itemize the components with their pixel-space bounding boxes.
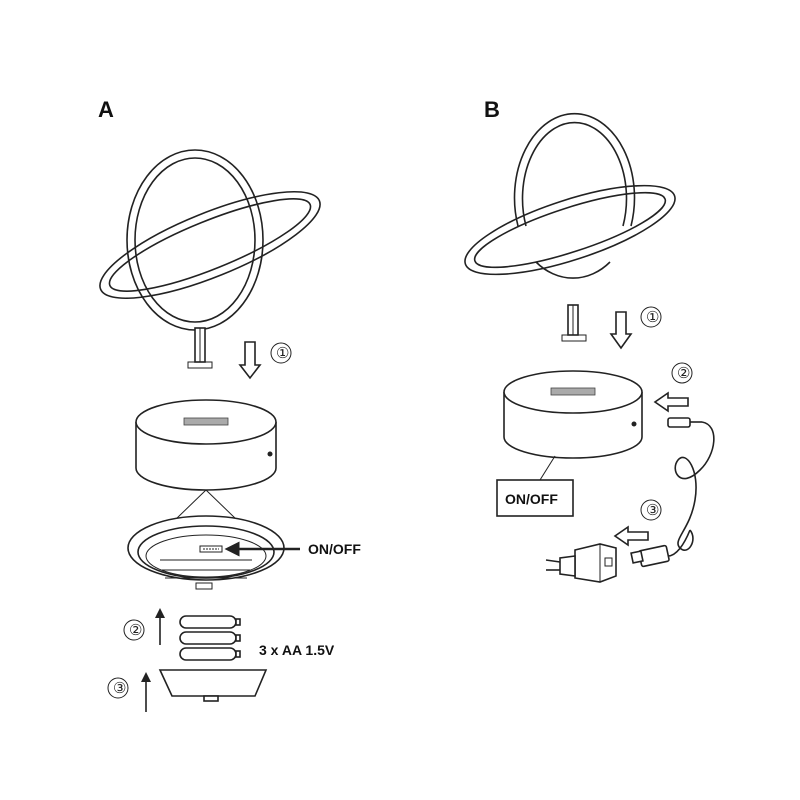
dc-plug — [667, 417, 691, 428]
step-1-label-a: ① — [276, 346, 289, 362]
battery-spec-label: 3 x AA 1.5V — [259, 642, 335, 658]
planet-lamp-a — [99, 149, 321, 369]
panel-a: A ① — [98, 97, 361, 712]
switch-callout-b — [496, 479, 574, 517]
step-2-label-a: ② — [129, 623, 142, 639]
switch-label-a: ON/OFF — [308, 541, 361, 557]
base-cylinder-b — [503, 370, 643, 459]
power-adapter — [545, 543, 617, 583]
step-2-batteries-a: ② 3 x AA 1.5V — [123, 608, 335, 661]
step-1-arrow-b: ① — [609, 306, 662, 350]
usb-cable — [674, 421, 715, 551]
planet-lamp-b — [464, 113, 676, 342]
step-1-arrow-a: ① — [238, 341, 292, 380]
base-cylinder-a — [135, 399, 277, 491]
bottom-cover — [158, 669, 268, 697]
panel-b-letter: B — [484, 97, 500, 122]
step-3-label-b: ③ — [646, 503, 659, 519]
panel-a-letter: A — [98, 97, 114, 122]
usb-plug — [630, 544, 670, 568]
aa-batteries — [179, 615, 241, 661]
step-3-adapter-b: ③ — [545, 499, 670, 583]
switch-label-b: ON/OFF — [505, 491, 558, 507]
battery-tray-a — [127, 515, 285, 590]
panel-b: B ① ON/OFF — [464, 97, 715, 583]
step-1-label-b: ① — [646, 310, 659, 326]
step-3-label-a: ③ — [113, 681, 126, 697]
step-2-plug-b: ② — [653, 362, 702, 428]
step-3-cover-a: ③ — [107, 669, 268, 712]
step-2-label-b: ② — [677, 366, 690, 382]
